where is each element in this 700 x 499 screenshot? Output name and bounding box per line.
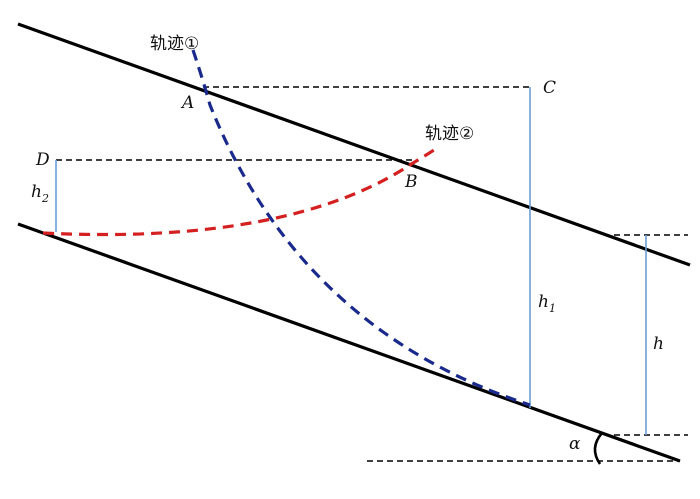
upper-incline-line xyxy=(17,22,691,267)
label-alpha: α xyxy=(569,434,581,454)
label-h1-sub: 1 xyxy=(549,302,556,315)
trajectory-2-curve xyxy=(42,146,438,237)
label-point-b: B xyxy=(404,172,418,192)
label-h1-base: h xyxy=(538,292,549,312)
label-point-a: A xyxy=(180,93,194,113)
trajectory-1-curve xyxy=(191,49,531,407)
label-h2-sub: 2 xyxy=(41,192,49,205)
label-h1: h1 xyxy=(538,292,556,315)
label-trajectory-2: 轨迹② xyxy=(425,124,474,144)
label-trajectory-1: 轨迹① xyxy=(150,34,199,54)
label-h: h xyxy=(653,334,664,354)
label-point-d: D xyxy=(35,150,50,170)
label-h2-base: h xyxy=(31,182,42,202)
angle-alpha-arc xyxy=(593,432,604,465)
label-point-c: C xyxy=(543,78,556,98)
lower-incline-line xyxy=(17,222,681,463)
label-h2: h2 xyxy=(31,182,49,205)
